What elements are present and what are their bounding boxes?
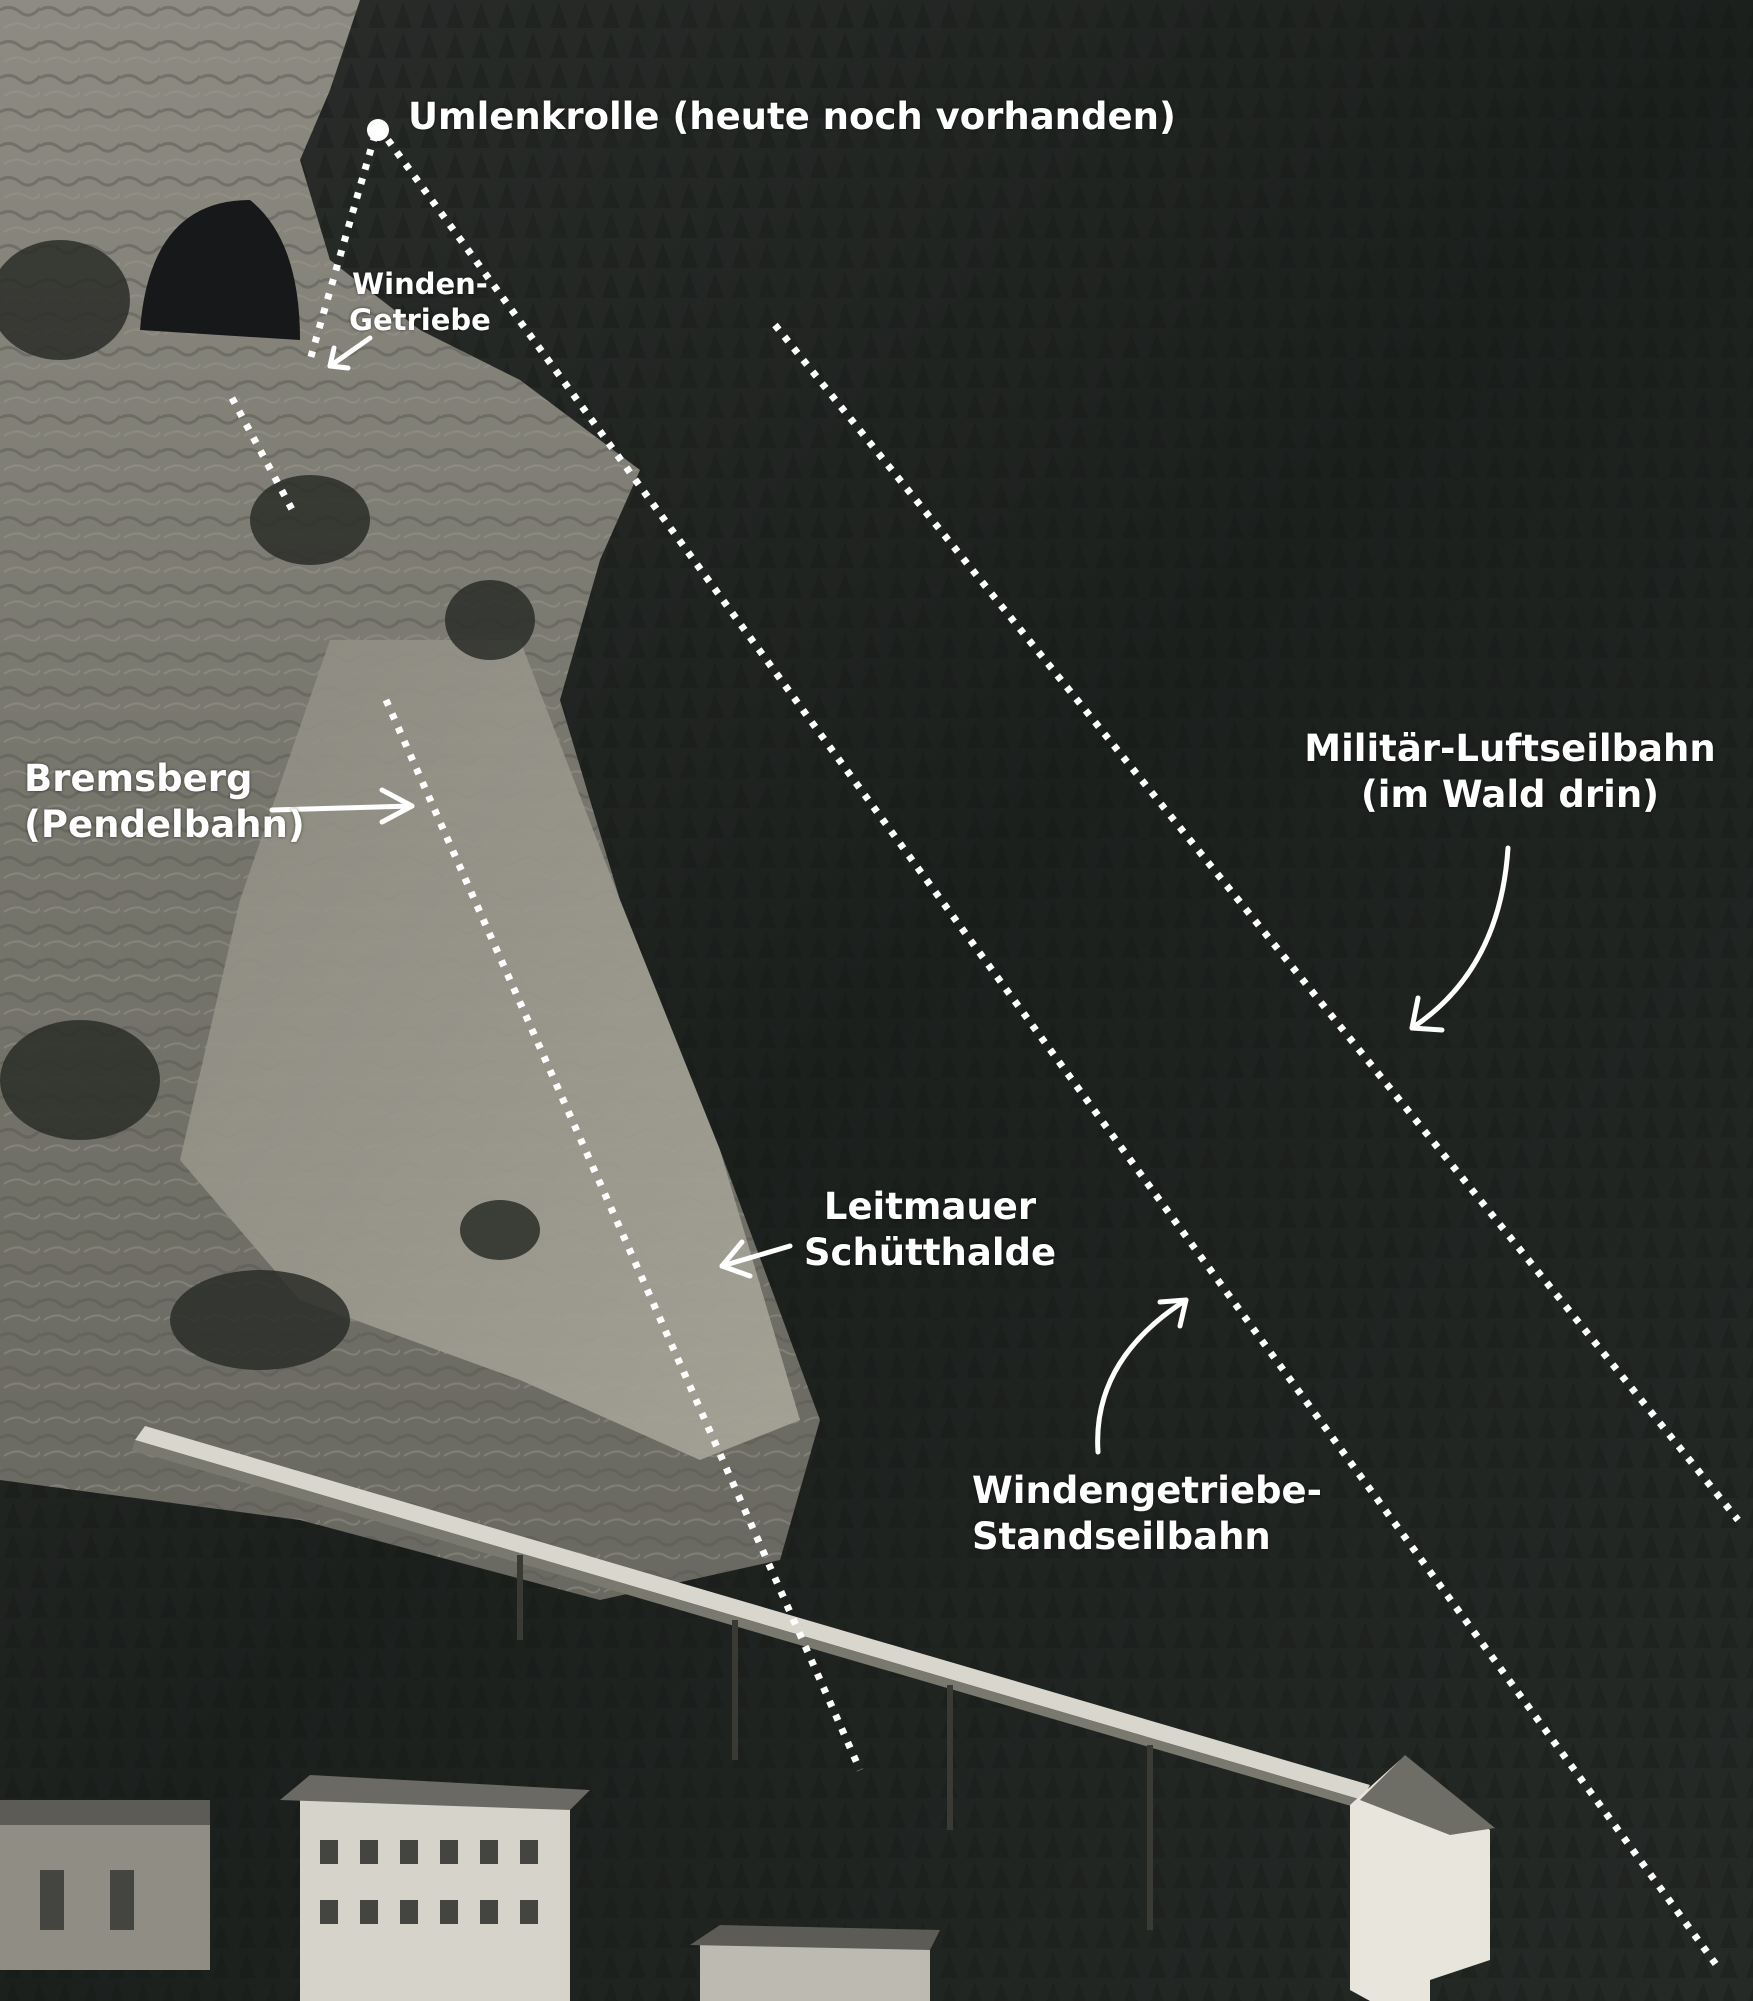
annotation-lines <box>228 134 1741 1973</box>
label-windengetriebe-line1: Windengetriebe- <box>972 1469 1322 1512</box>
label-bremsberg-line2: (Pendelbahn) <box>24 803 305 847</box>
station-roof <box>1360 1755 1495 1835</box>
winden-getriebe-line <box>306 134 379 361</box>
windengetriebe-standseilbahn-line <box>385 137 1723 1973</box>
label-winden-line2: Getriebe <box>349 303 491 338</box>
arrow-leitmauer <box>719 1239 793 1279</box>
militaer-luftseilbahn-line <box>772 322 1741 1523</box>
label-leitmauer-line1: Leitmauer <box>823 1185 1037 1228</box>
bridge-supports <box>517 1555 1153 1930</box>
building-left <box>0 1800 210 1970</box>
building-bottom <box>700 1945 930 2001</box>
arrow-militaer <box>1409 845 1511 1033</box>
arrow-winden-getriebe <box>327 335 373 371</box>
umlenkrolle-point <box>367 119 389 141</box>
conveyor-bridge <box>135 1426 1370 1800</box>
arrow-bremsberg <box>269 787 415 825</box>
label-bremsberg: Bremsberg (Pendelbahn) <box>24 756 305 849</box>
label-militaer-line2: (im Wald drin) <box>1360 773 1660 817</box>
scree-slope <box>180 640 800 1460</box>
tunnel-portal <box>140 200 300 340</box>
label-winden-getriebe: Winden- Getriebe <box>345 266 495 339</box>
annotation-arrows <box>269 335 1511 1455</box>
label-bremsberg-line1: Bremsberg <box>24 757 253 800</box>
bremsberg-line <box>382 698 864 1772</box>
label-winden-line1: Winden- <box>352 267 488 301</box>
bremsberg-upper-line <box>228 396 299 517</box>
label-militaer-luftseilbahn: Militär-Luftseilbahn (im Wald drin) <box>1300 726 1720 819</box>
label-leitmauer: Leitmauer Schütthalde <box>800 1184 1060 1277</box>
bushes <box>0 240 540 1370</box>
label-windengetriebe-line2: Standseilbahn <box>972 1515 1271 1559</box>
label-umlenkrolle: Umlenkrolle (heute noch vorhanden) <box>408 95 1176 138</box>
arrow-windengetriebe <box>1095 1297 1189 1455</box>
label-militaer-line1: Militär-Luftseilbahn <box>1304 727 1716 770</box>
label-leitmauer-line2: Schütthalde <box>803 1231 1057 1275</box>
label-windengetriebe-standseilbahn: Windengetriebe- Standseilbahn <box>972 1468 1322 1561</box>
conveyor-bridge-underside <box>132 1440 1362 1808</box>
building-windows <box>40 1840 538 1930</box>
